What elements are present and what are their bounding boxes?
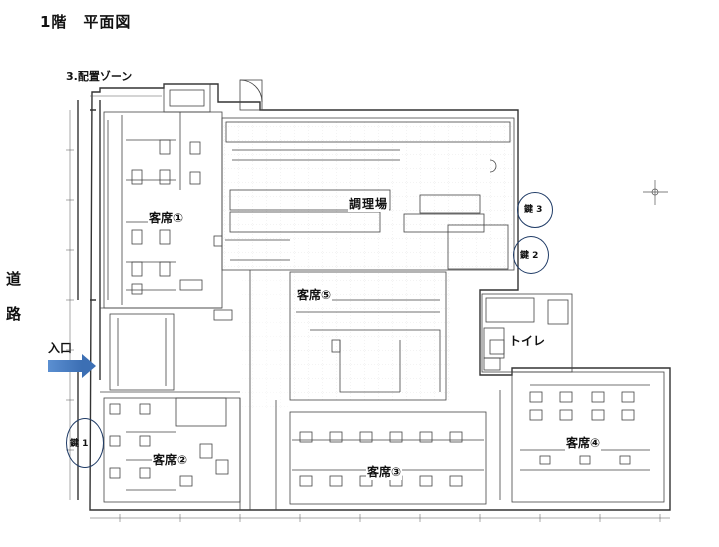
zone-label-seat5: 客席⑤ bbox=[296, 286, 333, 303]
entrance-label: 入口 bbox=[48, 341, 73, 355]
zone-label-seat4: 客席④ bbox=[565, 434, 602, 451]
section-subtitle: 3.配置ゾーン bbox=[66, 70, 133, 83]
seat1-area bbox=[100, 111, 223, 309]
kitchen-grid bbox=[222, 120, 514, 410]
key-3-marker bbox=[517, 192, 553, 228]
door-swings bbox=[163, 79, 263, 113]
zone-label-seat1: 客席① bbox=[148, 209, 185, 226]
seat4-area bbox=[499, 371, 665, 503]
key-1-label: 鍵 1 bbox=[70, 439, 89, 449]
key-2-marker bbox=[513, 236, 549, 274]
key-2-label: 鍵 2 bbox=[520, 251, 539, 261]
entrance-arrow-icon bbox=[48, 354, 96, 378]
entrance-corridor bbox=[100, 313, 240, 393]
kitchen-area bbox=[221, 117, 515, 271]
seat5-area bbox=[213, 270, 447, 401]
seat2-area bbox=[103, 397, 241, 510]
road-label-2: 路 bbox=[6, 305, 22, 323]
seat3-area bbox=[249, 400, 487, 510]
zone-label-seat2: 客席② bbox=[152, 451, 189, 468]
zone-label-toilet: トイレ bbox=[508, 332, 547, 349]
dimension-lines bbox=[66, 95, 670, 522]
zone-label-seat3: 客席③ bbox=[366, 463, 403, 480]
page-title: 1階 平面図 bbox=[40, 13, 132, 31]
zone-label-kitchen: 調理場 bbox=[348, 195, 390, 212]
north-compass bbox=[643, 180, 668, 205]
road-label-1: 道 bbox=[6, 270, 22, 288]
key-3-label: 鍵 3 bbox=[524, 205, 543, 215]
key-1-marker bbox=[66, 418, 104, 468]
